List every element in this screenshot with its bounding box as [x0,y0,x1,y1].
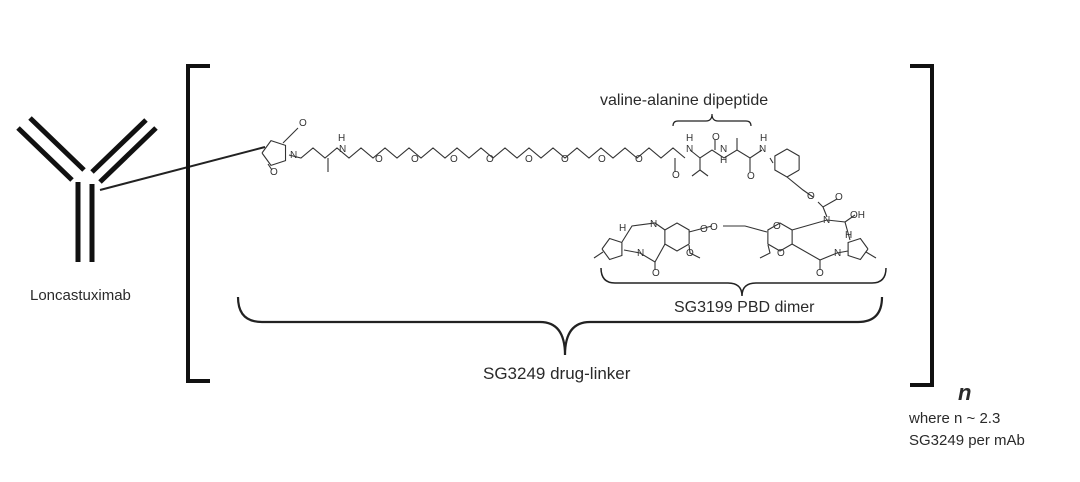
atom-label: N [834,248,841,259]
atom-label: O [816,268,824,279]
antibody-icon [16,116,158,262]
atom-label: O [270,167,278,178]
bond [691,158,701,177]
bond [623,243,666,263]
drug-linker-label: SG3249 drug-linker [483,364,631,383]
bond [723,225,768,233]
bond [822,206,828,218]
atom-label: N [637,248,644,259]
n-value: where n ~ 2.3 [909,410,1001,427]
bond [699,169,709,177]
atom-label: O [773,221,781,232]
bond [593,251,604,259]
atom-label: O [710,222,718,233]
atom-label: H [845,230,852,241]
atom-label: N [339,144,346,155]
atom-label: O [777,248,785,259]
bond [621,222,666,243]
bond [865,251,877,259]
atom-label: N [759,144,766,155]
bond [688,244,701,259]
bond [601,237,623,261]
atom-label: O [525,154,533,165]
atom-label: O [299,118,307,129]
dipeptide-brace [672,113,752,127]
bond [759,244,771,259]
right-bracket [910,64,934,387]
bond [847,237,869,261]
dipeptide-label: valine-alanine dipeptide [600,92,769,109]
bond [786,176,814,198]
bond [791,243,849,261]
atom-label: H [760,133,767,144]
pbd-dimer-brace [600,267,887,297]
bond [769,157,774,164]
atom-label: N [686,144,693,155]
bond [844,214,856,223]
n-unit: SG3249 per mAb [909,432,1025,449]
conjugation-bond [99,146,266,191]
atom-label: N [650,219,657,230]
bond [267,163,273,171]
atom-label: O [747,171,755,182]
atom-label: O [686,248,694,259]
atom-label: N [290,150,297,161]
bond [688,225,713,233]
atom-label: O [561,154,569,165]
antibody-label: Loncastuximab [30,287,131,304]
atom-label: H [338,133,345,144]
atom-label: O [375,154,383,165]
atom-label: N [823,215,830,226]
left-bracket [186,64,210,383]
atom-label: O [700,224,708,235]
bond [664,222,690,252]
atom-label: O [672,170,680,181]
atom-label: H [720,155,727,166]
atom-label: N [720,144,727,155]
atom-label: H [619,223,626,234]
atom-label: O [450,154,458,165]
atom-label: O [652,268,660,279]
bond [282,127,299,144]
atom-label: O [486,154,494,165]
atom-label: O [807,191,815,202]
bond [261,139,287,167]
n-symbol: n [958,380,972,405]
bond [774,148,800,178]
atom-label: O [712,132,720,143]
atom-label: H [686,133,693,144]
drug-linker-brace [236,296,884,356]
bond [791,219,851,241]
pbd-dimer-label: SG3199 PBD dimer [674,299,815,316]
atom-label: OH [850,210,865,221]
atom-label: O [411,154,419,165]
atom-label: O [635,154,643,165]
atom-label: O [598,154,606,165]
atom-label: O [835,192,843,203]
bond [288,147,686,159]
